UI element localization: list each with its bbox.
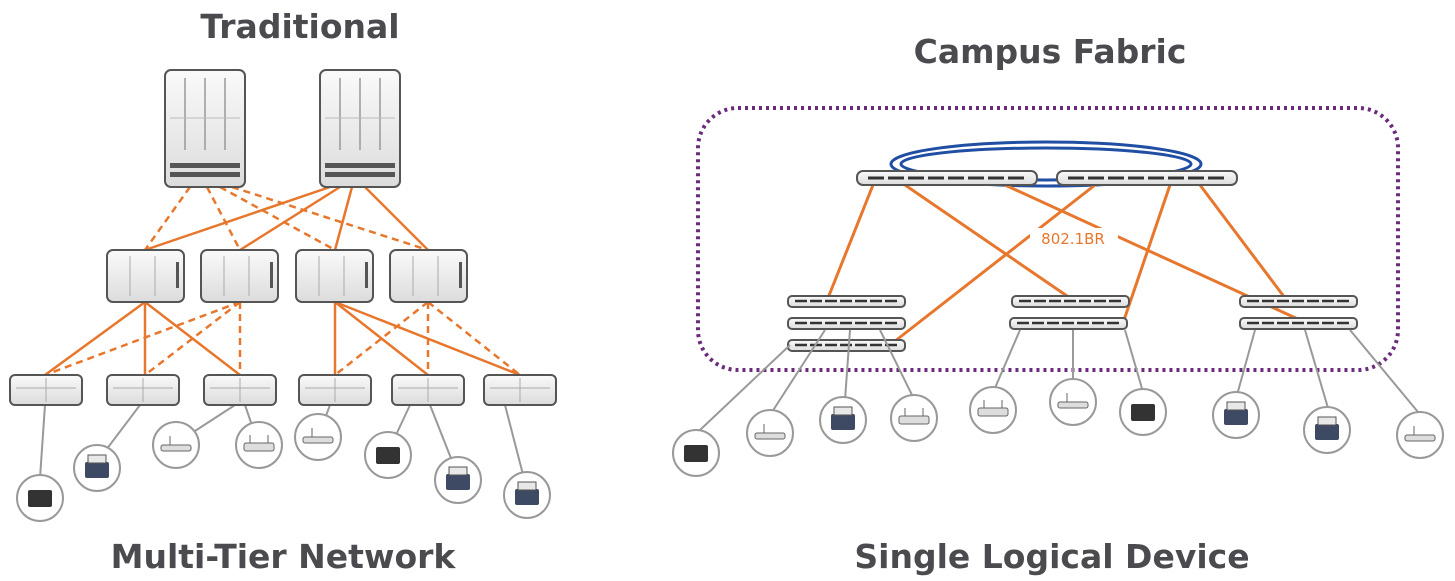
link-label: 802.1BR xyxy=(1041,230,1105,248)
access-switch-2 xyxy=(106,374,180,406)
core-chassis-2 xyxy=(319,69,401,188)
left-links xyxy=(44,185,521,377)
tablet-icon xyxy=(1119,388,1167,436)
access-point-icon xyxy=(746,409,794,457)
fabric-boundary xyxy=(696,106,1400,372)
core-chassis-1 xyxy=(164,69,246,188)
access-switch-6 xyxy=(483,374,557,406)
access-switch-4 xyxy=(298,374,372,406)
access-switch-1 xyxy=(9,374,83,406)
aggregation-switch-4 xyxy=(389,249,468,303)
fax-icon xyxy=(434,456,482,504)
tablet-icon xyxy=(16,474,64,522)
fabric-core-switch-2 xyxy=(1056,170,1238,186)
left-title: Traditional xyxy=(200,7,399,46)
access-stack-2 xyxy=(1009,295,1130,330)
router-icon xyxy=(890,394,938,442)
core-chassis xyxy=(164,69,401,188)
tablet-icon xyxy=(672,429,720,477)
tablet-icon xyxy=(364,431,412,479)
fax-icon xyxy=(73,444,121,492)
access-point-icon xyxy=(1396,411,1444,459)
left-endpoints xyxy=(16,413,551,522)
fax-icon xyxy=(1212,391,1260,439)
access-stack-1 xyxy=(787,295,906,352)
access-switches xyxy=(9,374,557,406)
router-icon xyxy=(969,386,1017,434)
left-caption: Multi-Tier Network xyxy=(111,537,457,576)
fax-icon xyxy=(1303,406,1351,454)
access-stack-3 xyxy=(1239,295,1358,330)
right-links xyxy=(826,183,1301,347)
right-caption: Single Logical Device xyxy=(854,537,1249,576)
access-switch-3 xyxy=(203,374,277,406)
access-point-icon xyxy=(152,421,200,469)
right-endpoints xyxy=(672,378,1444,477)
fax-icon xyxy=(503,471,551,519)
stack-ring xyxy=(889,140,1203,188)
fabric-access-stacks xyxy=(787,295,1358,352)
access-point-icon xyxy=(294,413,342,461)
router-icon xyxy=(235,421,283,469)
access-switch-5 xyxy=(391,374,465,406)
right-title: Campus Fabric xyxy=(914,32,1187,71)
aggregation-switch-1 xyxy=(106,249,185,303)
aggregation-switch-2 xyxy=(200,249,279,303)
link-label-bg xyxy=(1030,228,1118,248)
aggregation-switches xyxy=(106,249,468,303)
fax-icon xyxy=(819,396,867,444)
access-point-icon xyxy=(1049,378,1097,426)
fabric-core-switches xyxy=(856,170,1238,186)
fabric-core-switch-1 xyxy=(856,170,1038,186)
right-endpoint-links xyxy=(699,329,1419,431)
aggregation-switch-3 xyxy=(295,249,374,303)
